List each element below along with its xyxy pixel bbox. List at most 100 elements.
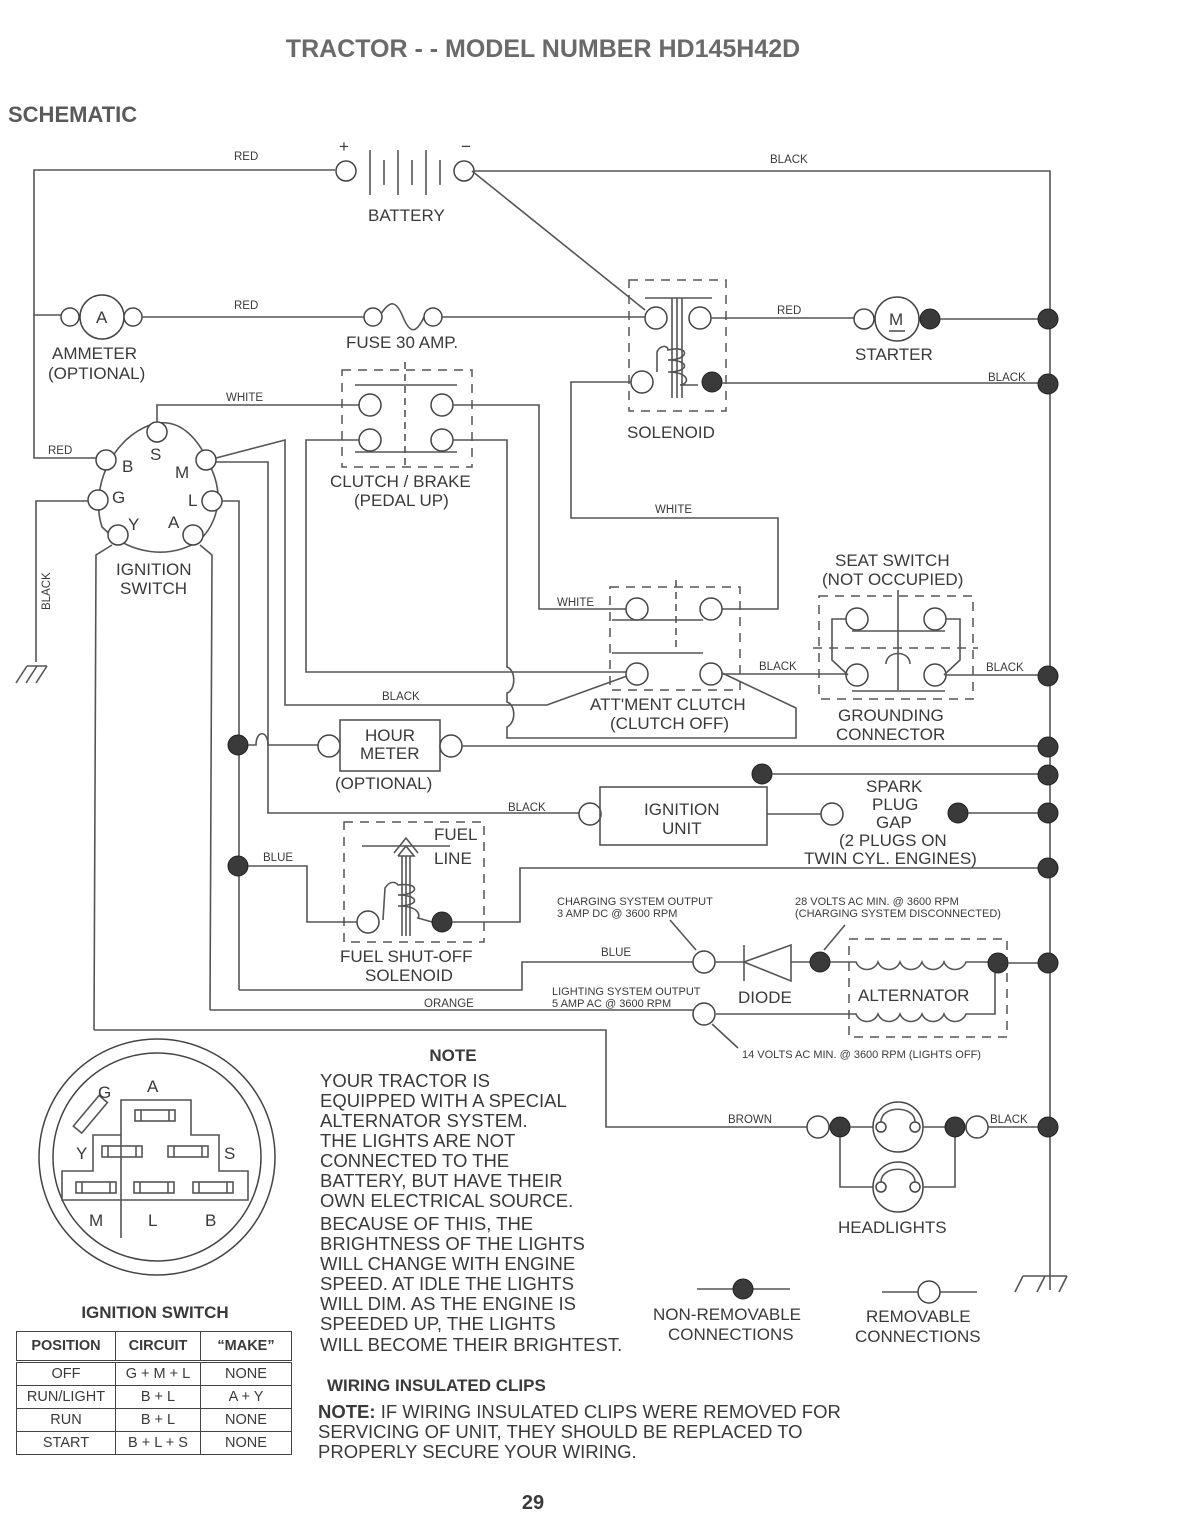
table-header: CIRCUIT — [115, 1331, 201, 1362]
wire-label: RED — [48, 445, 72, 457]
clutch-brake-switch: CLUTCH / BRAKE (PEDAL UP) — [330, 362, 473, 510]
terminal-label: G — [112, 488, 125, 507]
wire-label: BLUE — [263, 852, 293, 864]
note-line: BATTERY, BUT HAVE THEIR — [320, 1170, 563, 1191]
attachment-clutch-switch: ATT'MENT CLUTCH (CLUTCH OFF) — [590, 580, 746, 733]
note-line: SPEEDED UP, THE LIGHTS — [320, 1313, 556, 1334]
legend-label: CONNECTIONS — [855, 1327, 981, 1346]
wire-red-battery — [33, 169, 335, 315]
switch-terminal-label: G — [98, 1083, 111, 1102]
wire-label: BLACK — [990, 1114, 1028, 1126]
seat-switch: SEAT SWITCH (NOT OCCUPIED) GROUNDING CON… — [813, 551, 978, 744]
chassis-ground-icon — [15, 665, 48, 684]
voltage-annotation: 14 VOLTS AC MIN. @ 3600 RPM (LIGHTS OFF) — [742, 1049, 981, 1061]
table-cell: NONE — [200, 1431, 292, 1455]
spark-plug: SPARK PLUG GAP (2 PLUGS ON TWIN CYL. ENG… — [804, 777, 977, 868]
clips-note-label: NOTE: — [318, 1401, 376, 1422]
table-row: OFF G + M + L NONE — [16, 1361, 292, 1386]
table-header: POSITION — [16, 1331, 116, 1362]
table-header: “MAKE” — [200, 1331, 292, 1362]
splice-junction — [227, 855, 249, 877]
ground-bus-junction — [1037, 373, 1059, 395]
ignition-switch-face-diagram: G A Y S M L B — [38, 1038, 276, 1276]
fuse-30-amp: FUSE 30 AMP. — [346, 303, 458, 352]
seat-switch-label: (NOT OCCUPIED) — [822, 570, 963, 589]
switch-terminal-label: S — [224, 1144, 235, 1163]
ignition-switch-label: IGNITION — [116, 560, 192, 579]
attachment-clutch-label: (CLUTCH OFF) — [610, 714, 729, 733]
clips-note-line: NOTE: IF WIRING INSULATED CLIPS WERE REM… — [318, 1401, 841, 1422]
legend-label: CONNECTIONS — [668, 1325, 794, 1344]
lighting-annotation: LIGHTING SYSTEM OUTPUT — [552, 986, 701, 998]
legend: NON-REMOVABLE CONNECTIONS REMOVABLE CONN… — [653, 1278, 981, 1346]
fuel-line-label: FUEL — [434, 825, 477, 844]
starter-motor: M STARTER — [853, 296, 941, 364]
ignition-unit: IGNITION UNIT — [578, 786, 768, 846]
charging-output-connector — [692, 950, 716, 974]
spark-plug-label: TWIN CYL. ENGINES) — [804, 849, 977, 868]
terminal-label: A — [168, 513, 180, 532]
wire-label: WHITE — [655, 504, 692, 516]
ignition-terminal-g — [87, 489, 109, 511]
spark-plug-label: SPARK — [866, 777, 923, 796]
splice-junction — [227, 734, 249, 756]
note-line: ALTERNATOR SYSTEM. — [320, 1110, 528, 1131]
voltage-annotation: 28 VOLTS AC MIN. @ 3600 RPM — [795, 896, 959, 908]
wire-label: BROWN — [728, 1114, 772, 1126]
battery-positive-terminal — [335, 160, 357, 182]
note-line: CONNECTED TO THE — [320, 1150, 509, 1171]
note-line: YOUR TRACTOR IS — [320, 1070, 490, 1091]
terminal-label: M — [175, 463, 189, 482]
ignition-switch-table: POSITION CIRCUIT “MAKE” OFF G + M + L NO… — [16, 1331, 292, 1455]
ignition-terminal-y — [107, 524, 129, 546]
ground-bus-junction — [1037, 1116, 1059, 1138]
terminal-label: L — [188, 491, 197, 510]
ground-bus-junction — [1037, 802, 1059, 824]
headlights: HEADLIGHTS — [806, 1101, 989, 1237]
diode: DIODE — [715, 943, 810, 1007]
non-removable-connection-icon — [732, 1278, 754, 1300]
table-header-row: POSITION CIRCUIT “MAKE” — [16, 1331, 292, 1362]
table-cell: A + Y — [200, 1385, 292, 1409]
voltage-annotation: (CHARGING SYSTEM DISCONNECTED) — [795, 908, 1001, 920]
hour-meter-label: METER — [360, 744, 420, 763]
alternator: ALTERNATOR — [716, 938, 1009, 1038]
chassis-ground-icon — [1014, 1275, 1068, 1293]
ammeter-optional-label: (OPTIONAL) — [48, 364, 145, 383]
removable-connection-icon — [917, 1280, 941, 1304]
grounding-connector-label: GROUNDING — [838, 706, 944, 725]
clips-note-text: IF WIRING INSULATED CLIPS WERE REMOVED F… — [376, 1401, 841, 1422]
table-cell: B + L + S — [115, 1431, 201, 1455]
hour-meter: HOUR METER (OPTIONAL) — [248, 719, 463, 793]
switch-terminal-label: A — [147, 1077, 159, 1096]
wire-label: BLUE — [601, 947, 631, 959]
note-line: WILL DIM. AS THE ENGINE IS — [320, 1293, 576, 1314]
fuse-label: FUSE 30 AMP. — [346, 333, 458, 352]
ground-bus-junction — [1037, 308, 1059, 330]
minus-icon: − — [461, 137, 471, 156]
battery-label: BATTERY — [368, 206, 445, 225]
table-row: START B + L + S NONE — [16, 1431, 292, 1455]
clips-heading: WIRING INSULATED CLIPS — [327, 1376, 546, 1395]
ignition-table-title: IGNITION SWITCH — [81, 1303, 228, 1322]
ignition-terminal-l — [201, 490, 223, 512]
wire-label: BLACK — [382, 691, 420, 703]
terminal-label: S — [150, 445, 161, 464]
table-cell: START — [16, 1431, 116, 1455]
ignition-unit-label: IGNITION — [644, 800, 720, 819]
hour-meter-label: HOUR — [365, 726, 415, 745]
table-cell: NONE — [200, 1408, 292, 1432]
lighting-annotation: 5 AMP AC @ 3600 RPM — [552, 998, 671, 1010]
ammeter: A AMMETER (OPTIONAL) — [34, 294, 145, 383]
table-cell: G + M + L — [115, 1361, 201, 1386]
attachment-clutch-label: ATT'MENT CLUTCH — [590, 695, 746, 714]
ground-bus-junction — [1037, 665, 1059, 687]
note-line: SPEED. AT IDLE THE LIGHTS — [320, 1273, 574, 1294]
switch-terminal-label: M — [89, 1211, 103, 1230]
wire-label: RED — [777, 305, 801, 317]
ignition-switch-label: SWITCH — [120, 579, 187, 598]
switch-terminal-label: B — [205, 1211, 216, 1230]
fuel-shutoff-solenoid: FUEL LINE FUEL SHUT-OFF SOLENOID — [340, 821, 485, 985]
ignition-unit-label: UNIT — [662, 819, 702, 838]
